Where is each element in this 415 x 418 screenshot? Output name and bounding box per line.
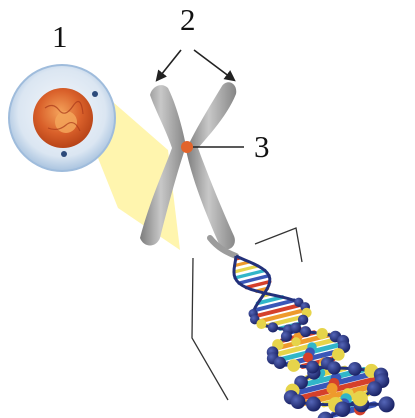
backbone-bead	[300, 326, 311, 337]
backbone-bead	[281, 331, 292, 342]
backbone-bead	[317, 412, 333, 418]
backbone-bead	[287, 359, 300, 372]
backbone-bead	[291, 394, 306, 409]
backbone-bead	[306, 397, 321, 412]
backbone-bead	[332, 348, 345, 361]
organelle-dot	[92, 91, 98, 97]
backbone-bead	[298, 315, 308, 325]
backbone-bead	[256, 319, 266, 329]
backbone-bead	[367, 381, 382, 396]
backbone-bead	[353, 391, 368, 406]
backbone-bead	[268, 322, 278, 332]
backbone-bead	[274, 357, 286, 369]
backbone-bead	[348, 362, 362, 376]
label-cell: 1	[52, 19, 68, 54]
cell	[9, 65, 115, 171]
centromere	[181, 141, 193, 153]
nucleotide	[291, 337, 300, 346]
chromatid-right	[186, 82, 236, 249]
backbone-bead	[290, 323, 301, 334]
dna-double-helix	[234, 256, 395, 418]
backbone-bead	[317, 328, 328, 339]
arrow-right	[194, 50, 234, 80]
base-pair	[234, 266, 258, 272]
backbone-bead	[335, 401, 351, 417]
backbone-bead	[379, 396, 395, 412]
organelle-dot	[61, 151, 67, 157]
base-pair	[246, 282, 269, 288]
backbone-bead	[306, 361, 319, 374]
backbone-bead	[327, 361, 340, 374]
label-chromatids: 2	[180, 2, 196, 37]
label-centromere: 3	[254, 129, 270, 164]
arrow-left	[157, 50, 181, 80]
